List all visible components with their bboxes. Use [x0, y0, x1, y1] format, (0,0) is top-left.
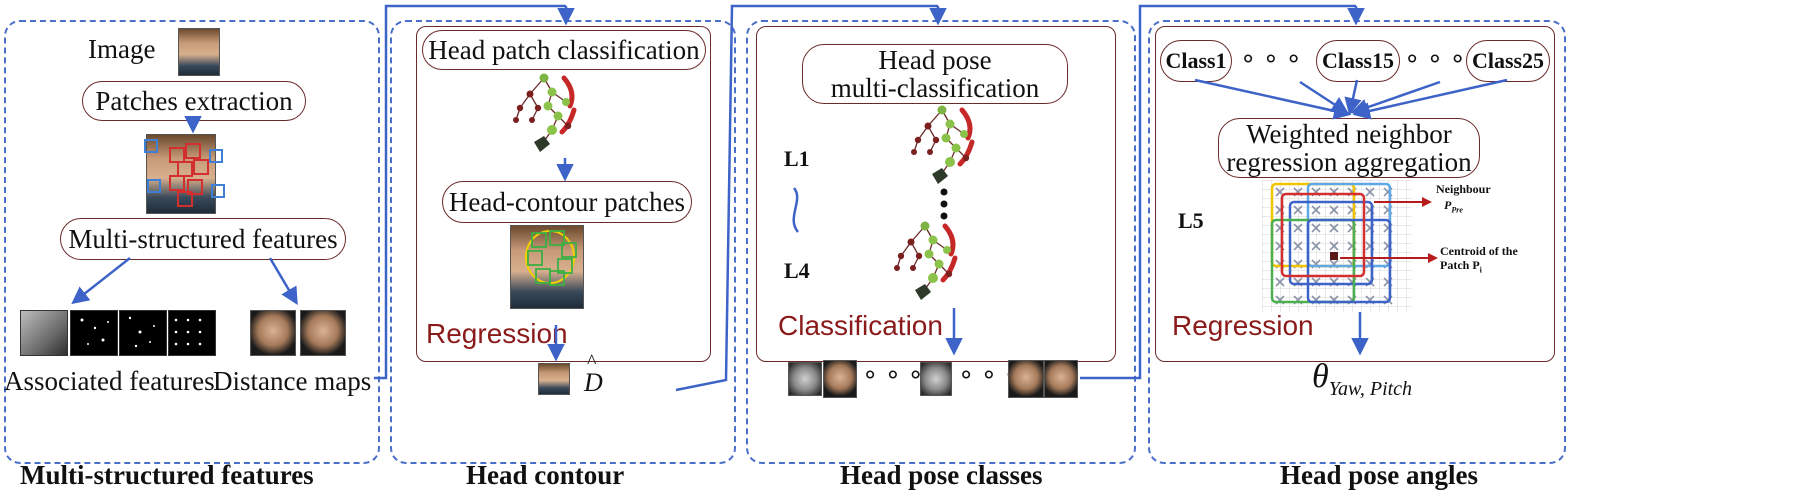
aggregation-line2: regression aggregation [1226, 147, 1472, 177]
associated-feature-map-2 [70, 310, 118, 356]
input-face-image [178, 28, 220, 76]
grid-cross-marker [1293, 241, 1303, 251]
class-face-4 [1008, 360, 1044, 398]
class-faces-ellipsis-1: ∘ ∘ ∘ [862, 360, 924, 389]
classification-label: Classification [778, 310, 943, 341]
caption-multi-structured-features: Multi-structured features [20, 460, 314, 490]
caption-head-contour: Head contour [466, 460, 625, 490]
centroid-label: Centroid of the Patch Pi [1440, 244, 1518, 275]
image-label: Image [88, 34, 156, 64]
head-contour-patches-box: Head-contour patches [442, 181, 692, 223]
decision-tree-l4 [894, 222, 955, 301]
contour-regression-label: Regression [426, 318, 568, 349]
associated-feature-map-4 [168, 310, 216, 356]
l4-label: L4 [784, 258, 810, 283]
centroid-line2: Patch P [1440, 258, 1480, 273]
head-contour-overlay [525, 230, 577, 286]
neighbour-arrow [1374, 197, 1432, 207]
aggregation-line1: Weighted neighbor [1246, 118, 1452, 149]
associated-features-label: Associated features [4, 366, 215, 396]
p-pre-main: P [1444, 198, 1452, 212]
d-hat-label: D [584, 368, 603, 397]
caption-head-pose-classes: Head pose classes [840, 460, 1043, 490]
decision-tree-l1 [911, 106, 972, 185]
distance-map-1 [250, 310, 296, 356]
grid-cross-marker [1293, 205, 1303, 215]
head-pose-title-line1: Head pose [878, 44, 992, 75]
wave-symbol [792, 187, 800, 233]
grid-cross-marker [1293, 223, 1303, 233]
grid-cross-marker [1329, 205, 1339, 215]
class-face-3 [920, 362, 952, 396]
class1-box: Class1 [1160, 40, 1232, 82]
class-face-1 [788, 362, 822, 396]
centroid-sub: i [1479, 265, 1482, 275]
distance-maps-label: Distance maps [213, 366, 372, 396]
centroid-line1: Centroid of the [1440, 244, 1518, 258]
decision-tree-contour [513, 74, 574, 153]
patch-overlay [144, 139, 225, 207]
grid-cross-marker [1311, 205, 1321, 215]
l1-label: L1 [784, 146, 810, 171]
caption-head-pose-angles: Head pose angles [1280, 460, 1479, 490]
p-pre-label: PPre [1444, 198, 1463, 214]
centroid-arrow [1340, 253, 1438, 263]
associated-feature-map-3 [119, 310, 167, 356]
class-ellipsis-2: ∘ ∘ ∘ [1404, 44, 1466, 73]
grid-cross-marker [1311, 241, 1321, 251]
grid-cross-marker [1365, 187, 1375, 197]
grid-cross-marker [1329, 223, 1339, 233]
class15-box: Class15 [1316, 40, 1400, 82]
vertical-ellipsis [940, 188, 948, 220]
patch-grid [1262, 180, 1412, 312]
distance-map-2 [300, 310, 346, 356]
p-pre-sub: Pre [1451, 205, 1463, 215]
l5-label: L5 [1178, 208, 1204, 233]
neighbour-label: Neighbour [1436, 182, 1491, 196]
feature-map-dots [80, 316, 202, 348]
contour-output-face [538, 363, 570, 395]
theta-output: θYaw, Pitch [1312, 358, 1412, 401]
theta-subscript: Yaw, Pitch [1328, 377, 1413, 400]
panel-multi-structured-features [4, 20, 380, 464]
head-pose-title-line2: multi-classification [830, 73, 1040, 103]
class-face-5 [1044, 360, 1078, 398]
class-face-2 [823, 360, 857, 398]
head-pose-multi-classification-box: Head pose multi-classification [802, 44, 1068, 104]
angles-regression-label: Regression [1172, 310, 1314, 341]
class-ellipsis-1: ∘ ∘ ∘ [1240, 44, 1302, 73]
grid-cross-marker [1275, 277, 1285, 287]
d-hat-accent: ^ [587, 351, 597, 373]
theta-symbol: θ [1312, 358, 1329, 395]
associated-feature-map-1 [20, 310, 68, 356]
centroid-line2-wrap: Patch Pi [1440, 258, 1518, 275]
head-patch-classification-box: Head patch classification [422, 30, 706, 70]
multi-structured-features-box: Multi-structured features [60, 218, 346, 260]
grid-cross-marker [1329, 241, 1339, 251]
class25-box: Class25 [1466, 40, 1550, 82]
grid-cross-marker [1311, 223, 1321, 233]
